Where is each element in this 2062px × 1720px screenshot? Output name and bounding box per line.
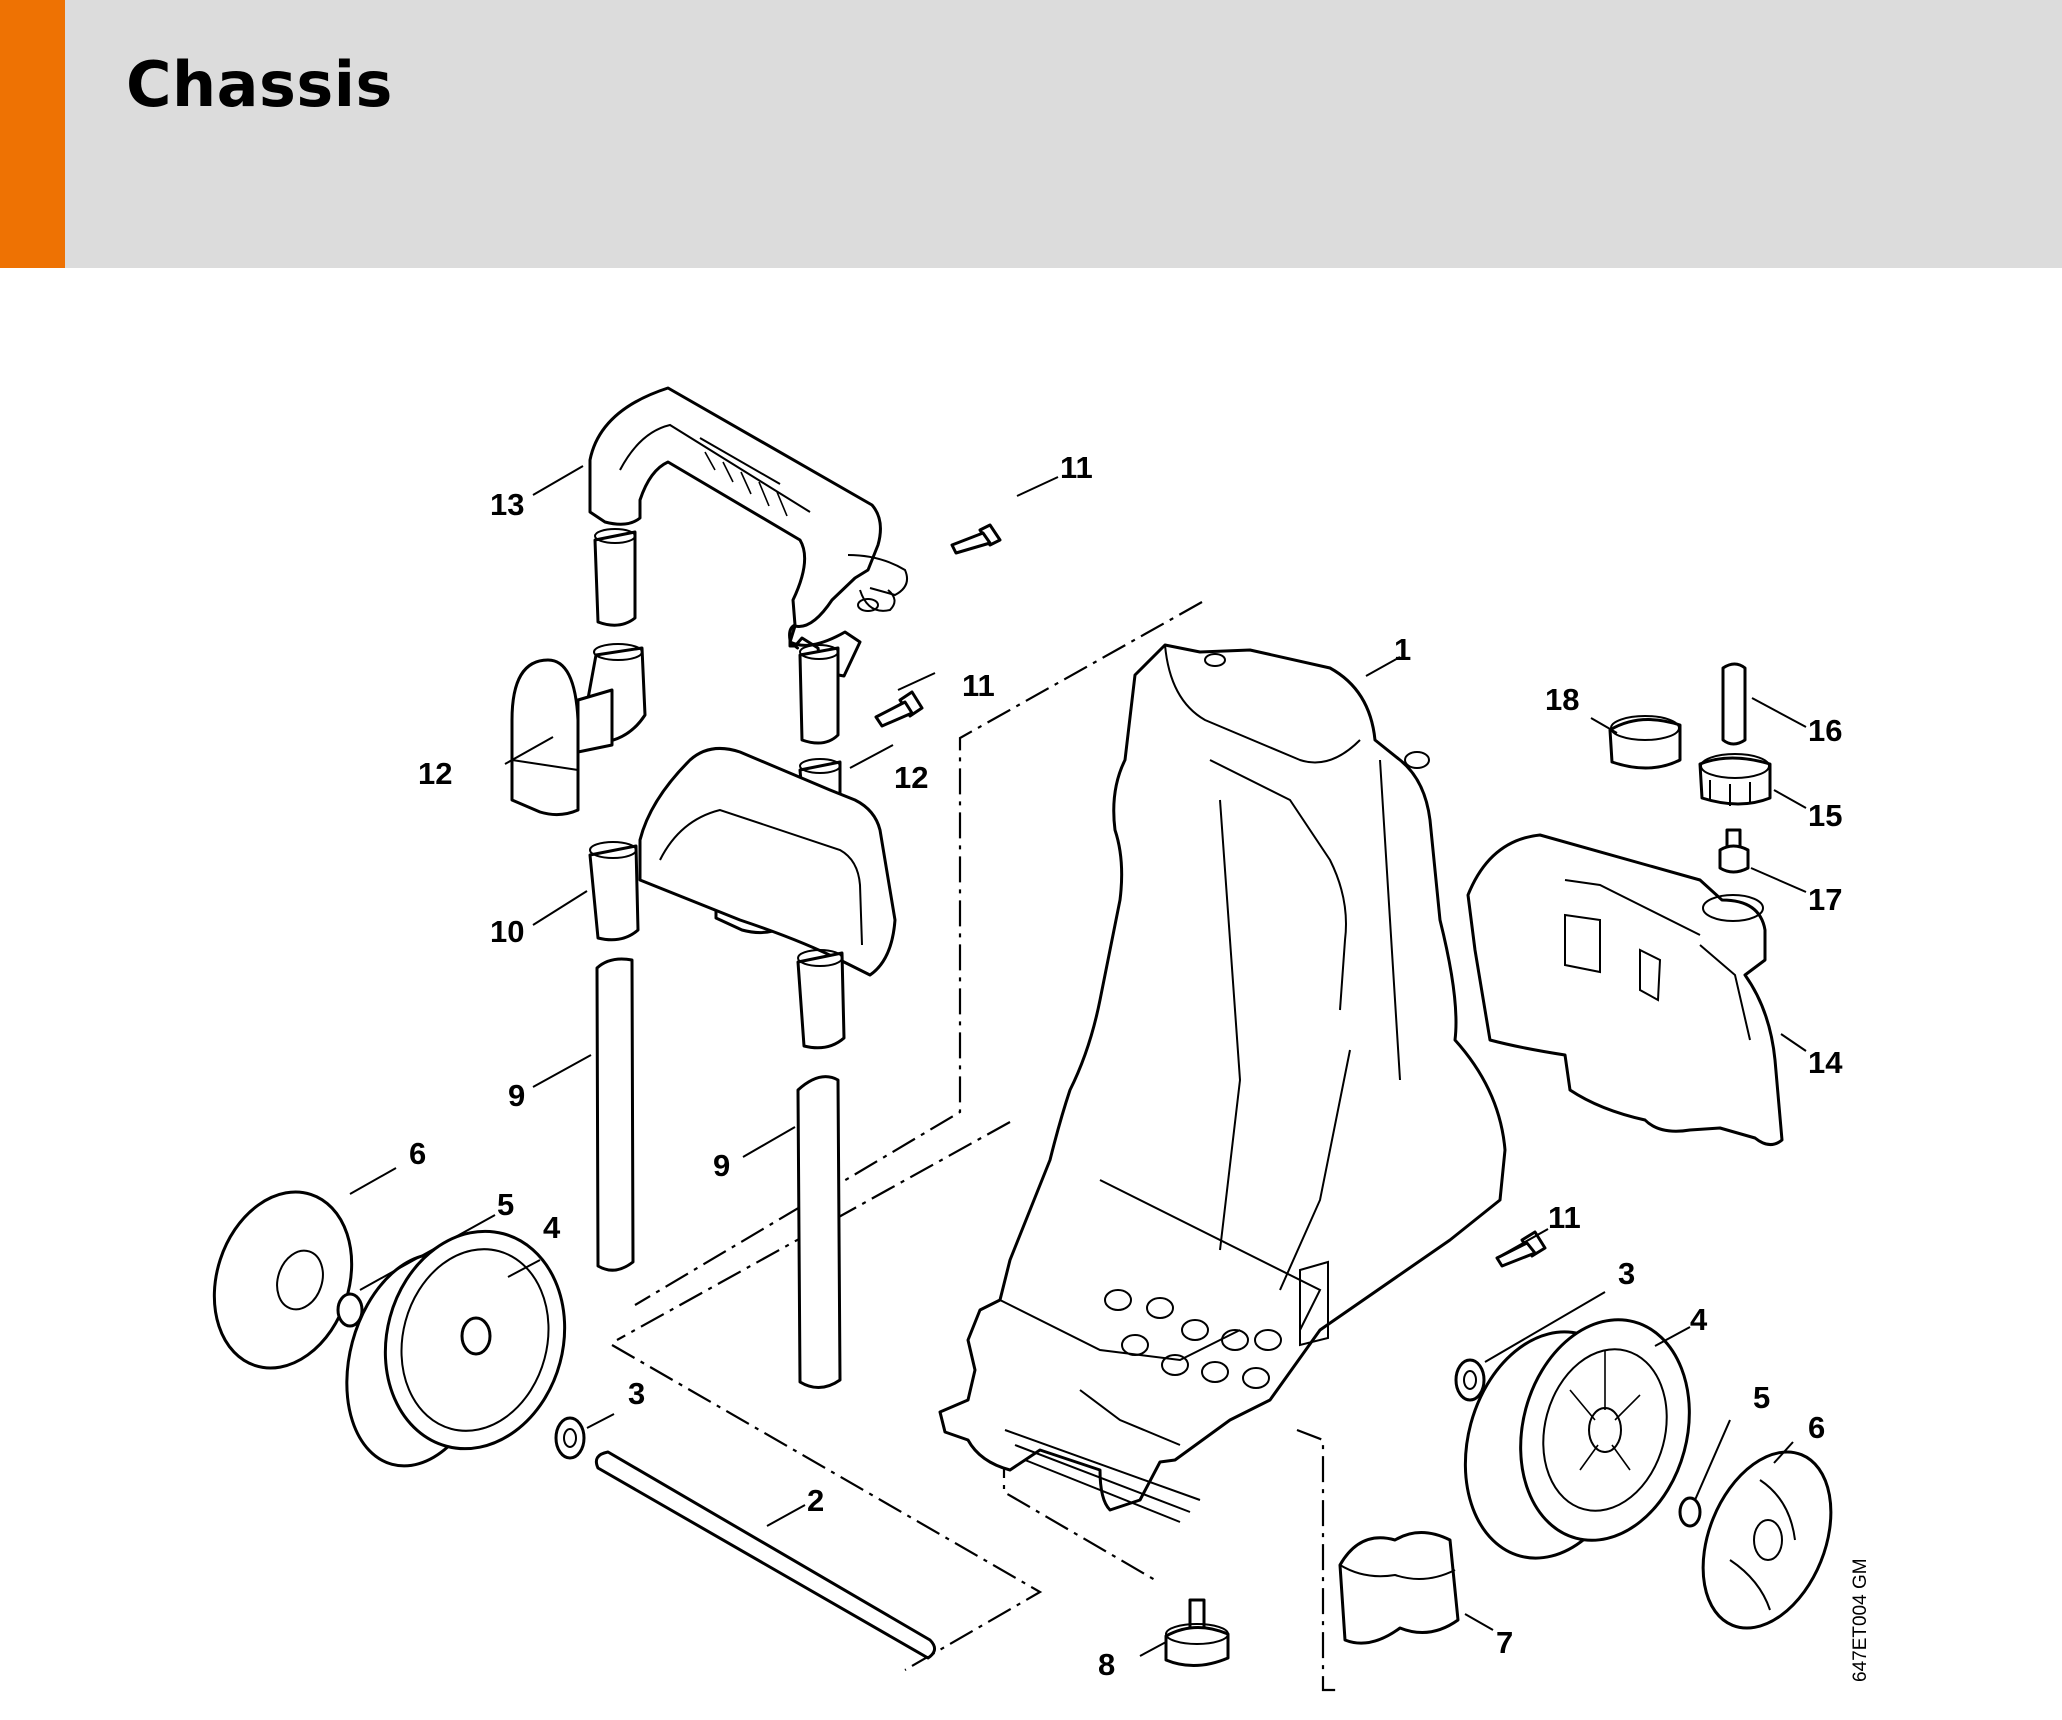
handle-part [588, 386, 908, 678]
callout-11: 11 [1548, 1200, 1581, 1235]
fitting-17-part [1718, 828, 1750, 874]
drawing-reference-code: 647ET004 GM [1850, 1558, 1871, 1682]
accent-bar [0, 0, 65, 268]
hubcap-right-part [1701, 1450, 1833, 1630]
callout-11: 11 [1060, 450, 1093, 485]
callout-18: 18 [1545, 682, 1579, 717]
callout-4: 4 [543, 1210, 561, 1245]
foot-part [1164, 1598, 1230, 1668]
callout-5: 5 [497, 1187, 514, 1222]
holder-part [1338, 1531, 1460, 1645]
clip-left-part [336, 1292, 364, 1328]
callout-15: 15 [1808, 798, 1842, 833]
callout-12: 12 [418, 756, 452, 791]
callout-16: 16 [1808, 713, 1842, 748]
washer-left-part [554, 1416, 586, 1460]
wheel-right-part [1463, 1318, 1691, 1560]
clamp-left-part [510, 658, 614, 817]
wheel-left-part [345, 1229, 567, 1468]
cap-15-part [1698, 753, 1772, 806]
callout-6: 6 [409, 1136, 426, 1171]
callout-5: 5 [1753, 1380, 1770, 1415]
page-title: Chassis [126, 48, 393, 121]
callout-6: 6 [1808, 1410, 1825, 1445]
cap-18-part [1608, 715, 1682, 770]
callout-17: 17 [1808, 882, 1842, 917]
exploded-parts-diagram: 13 11 1 11 12 12 10 9 9 18 16 15 17 14 6… [212, 386, 1871, 1692]
page-header: Chassis [0, 0, 2062, 268]
callout-14: 14 [1808, 1045, 1843, 1080]
callout-8: 8 [1098, 1647, 1115, 1682]
screw-middle-part [874, 690, 924, 728]
callout-7: 7 [1496, 1625, 1513, 1660]
callout-3: 3 [1618, 1256, 1635, 1291]
callout-2: 2 [807, 1483, 824, 1518]
callout-1: 1 [1394, 632, 1411, 667]
callout-4: 4 [1690, 1302, 1708, 1337]
hose-bracket-part [588, 746, 897, 1050]
hubcap-left-part [212, 1190, 354, 1370]
axle-part [594, 1450, 936, 1660]
tank-part [1466, 833, 1784, 1146]
clip-right-part [1678, 1496, 1702, 1528]
screw-lower-part [1495, 1230, 1547, 1268]
callout-labels: 13 11 1 11 12 12 10 9 9 18 16 15 17 14 6… [409, 450, 1843, 1682]
tube-right-part [796, 1075, 842, 1389]
handle-tubes [583, 528, 840, 745]
callout-10: 10 [490, 914, 524, 949]
tube-left-part [595, 957, 635, 1272]
screw-top-part [950, 523, 1002, 555]
callout-11: 11 [962, 668, 995, 703]
main-frame-part [938, 643, 1507, 1523]
callout-9: 9 [713, 1148, 730, 1183]
callout-13: 13 [490, 487, 524, 522]
leader-lines [349, 465, 1807, 1657]
callout-12: 12 [894, 760, 928, 795]
washer-right-part [1454, 1358, 1486, 1402]
filter-16-part [1721, 662, 1747, 746]
callout-9: 9 [508, 1078, 525, 1113]
callout-3: 3 [628, 1376, 645, 1411]
